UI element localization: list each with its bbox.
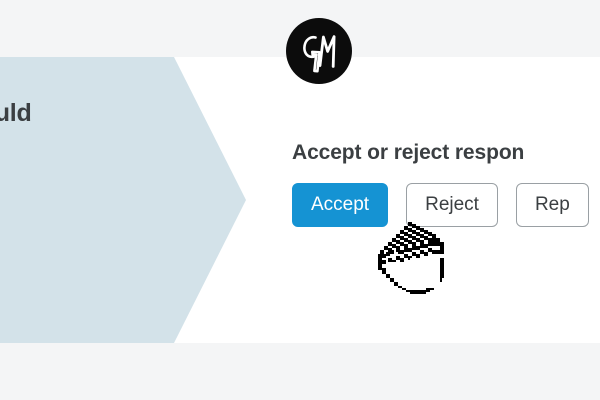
action-button-row: Accept Reject Rep bbox=[292, 183, 600, 228]
quote-heading-line-1: d and would bbox=[0, 99, 32, 127]
quote-body-line-1: onsectetuer bbox=[0, 208, 208, 233]
quote-heading-line-2: offer. bbox=[0, 130, 208, 163]
gm-logo-mark bbox=[303, 35, 336, 73]
quote-body-line-3: plore” bbox=[0, 258, 208, 283]
reject-button[interactable]: Reject bbox=[406, 183, 498, 228]
quote-date: uary 2019 bbox=[0, 169, 208, 196]
report-button[interactable]: Rep bbox=[515, 183, 589, 228]
quote-banner-content: d and would offer. uary 2019 onsectetuer… bbox=[0, 57, 208, 283]
response-action-panel: Accept or reject respon Accept Reject Re… bbox=[292, 140, 600, 228]
gm-logo[interactable] bbox=[286, 18, 352, 84]
quote-body: onsectetuer mmy nibh plore” bbox=[0, 208, 208, 282]
quote-body-line-2: mmy nibh bbox=[0, 233, 208, 258]
accept-button[interactable]: Accept bbox=[292, 183, 389, 228]
panel-title: Accept or reject respon bbox=[292, 141, 525, 164]
quote-heading: d and would offer. bbox=[0, 97, 208, 163]
